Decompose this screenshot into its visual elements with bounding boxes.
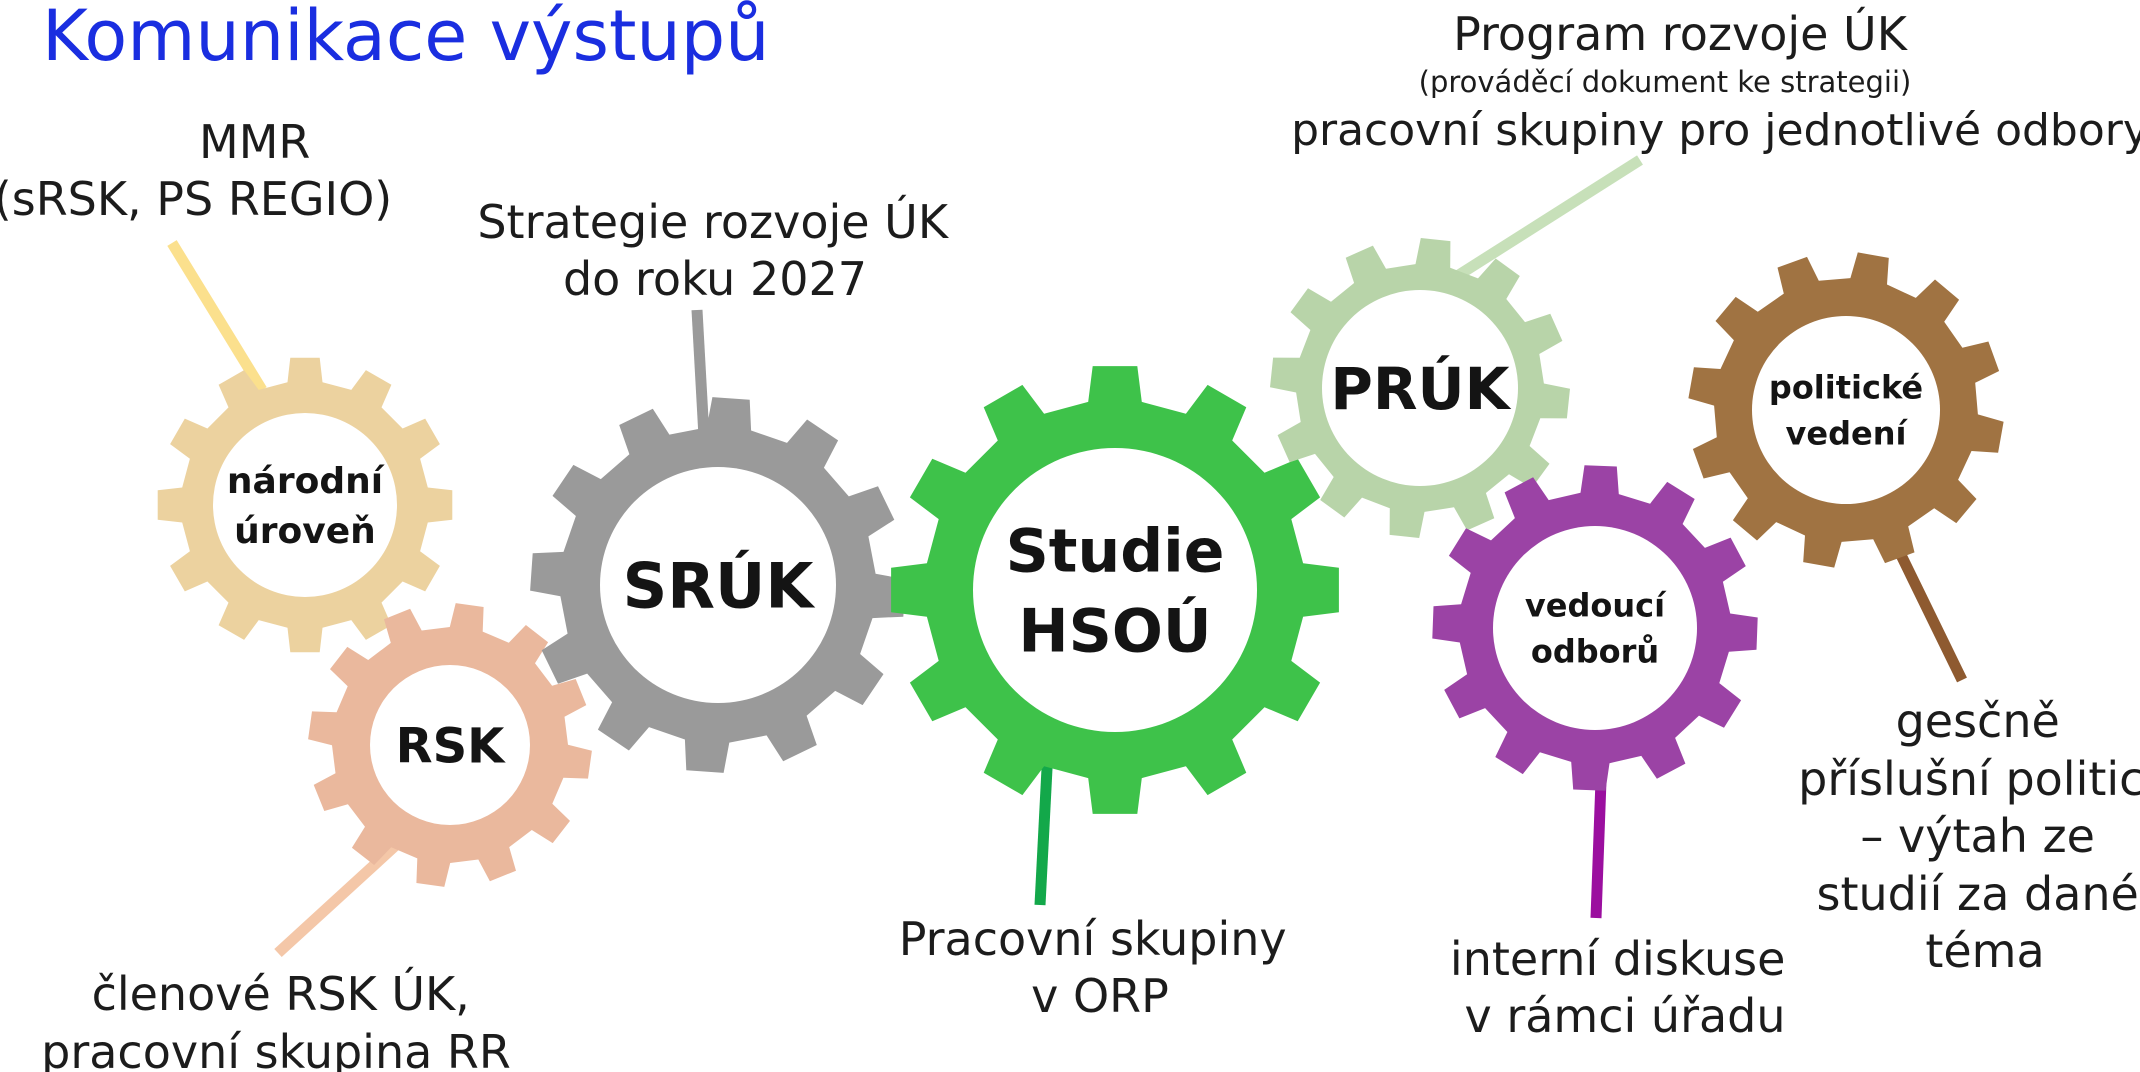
annotation-labels: MMR (sRSK, PS REGIO) Strategie rozvoje Ú…	[0, 7, 2140, 1072]
gear-politicke-hub	[1752, 316, 1940, 504]
gear-vedouci-hub	[1493, 526, 1697, 730]
gear-sruk: SRÚK	[530, 397, 906, 773]
gear-studie-hub	[973, 448, 1257, 732]
label-gescne: gesčně příslušní politici – výtah ze stu…	[1798, 694, 2140, 978]
label-program-note: (prováděcí dokument ke strategii)	[1419, 65, 1912, 99]
gear-pruk-label: PRÚK	[1330, 354, 1511, 423]
label-mmr: MMR (sRSK, PS REGIO)	[0, 115, 392, 226]
gear-rsk-hub	[370, 665, 530, 825]
connector-program	[1429, 155, 1643, 297]
gear-sruk-label: SRÚK	[623, 549, 816, 622]
label-clenove: členové RSK ÚK, pracovní skupina RR	[41, 967, 511, 1072]
gear-pruk-hub	[1322, 290, 1518, 486]
label-strategie: Strategie rozvoje ÚK do roku 2027	[477, 195, 962, 306]
gear-rsk: RSK	[308, 603, 592, 887]
gear-sruk-hub	[600, 467, 836, 703]
label-pracovni: Pracovní skupiny v ORP	[899, 912, 1302, 1023]
label-interni: interní diskuse v rámci úřadu	[1450, 932, 1800, 1043]
gear-pruk: PRÚK	[1270, 238, 1570, 538]
page-title: Komunikace výstupů	[42, 0, 770, 77]
label-program-title: Program rozvoje ÚK	[1453, 7, 1909, 61]
gear-narodni-hub	[213, 413, 397, 597]
connector-mmr	[167, 240, 267, 393]
label-program-groups: pracovní skupiny pro jednotlivé odbory	[1291, 105, 2140, 156]
gear-rsk-label: RSK	[396, 718, 507, 774]
